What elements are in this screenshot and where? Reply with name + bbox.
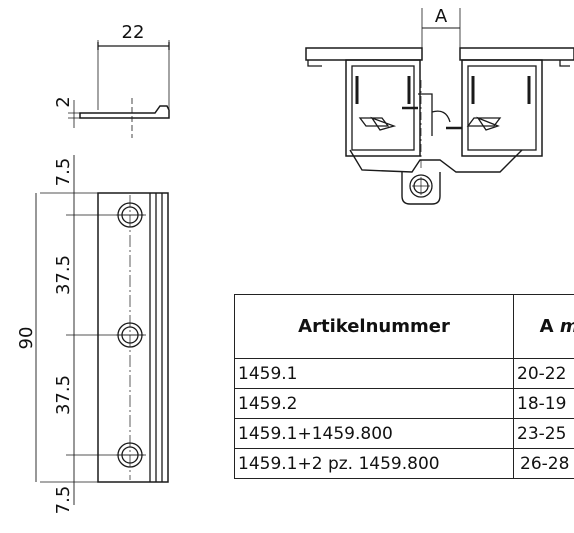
total-height-dimension-label: 90	[16, 327, 37, 350]
top-margin-dimension-label: 7.5	[53, 158, 74, 187]
table-row: 1459.1+2 pz. 1459.800 26-28	[234, 448, 574, 479]
article-number-cell: 1459.1+1459.800	[234, 418, 514, 449]
screw-hole-bottom	[116, 442, 144, 468]
a-range-cell: 23-25	[513, 418, 574, 449]
table-row: 1459.1+1459.800 23-25	[234, 418, 574, 449]
article-number-cell: 1459.1	[234, 358, 514, 389]
article-table: Artikelnummer A mm 1459.1 20-22 1459.2 1…	[234, 294, 574, 479]
top-view	[68, 40, 170, 138]
table-row: 1459.1 20-22	[234, 358, 574, 389]
thickness-dimension-label: 2	[53, 96, 74, 107]
a-range-header-unit: mm	[560, 316, 574, 337]
a-range-cell: 18-19	[513, 388, 574, 419]
screw-hole-middle	[116, 322, 144, 348]
article-number-cell: 1459.1+2 pz. 1459.800	[234, 448, 514, 479]
a-range-cell: 26-28	[513, 448, 574, 479]
a-range-cell: 20-22	[513, 358, 574, 389]
lower-pitch-dimension-label: 37.5	[53, 375, 74, 415]
bottom-margin-dimension-label: 7.5	[53, 486, 74, 515]
article-number-header: Artikelnummer	[234, 294, 514, 359]
upper-pitch-dimension-label: 37.5	[53, 255, 74, 295]
a-range-header: A mm	[513, 294, 574, 359]
gap-a-dimension-label: A	[435, 6, 448, 27]
article-table-container: Artikelnummer A mm 1459.1 20-22 1459.2 1…	[234, 294, 574, 479]
profile-section-view	[305, 8, 574, 205]
table-header-row: Artikelnummer A mm	[234, 294, 574, 359]
width-dimension-label: 22	[122, 22, 145, 43]
article-number-cell: 1459.2	[234, 388, 514, 419]
a-range-header-prefix: A	[539, 316, 560, 337]
table-row: 1459.2 18-19	[234, 388, 574, 419]
screw-hole-top	[116, 202, 144, 228]
side-view	[35, 155, 169, 505]
